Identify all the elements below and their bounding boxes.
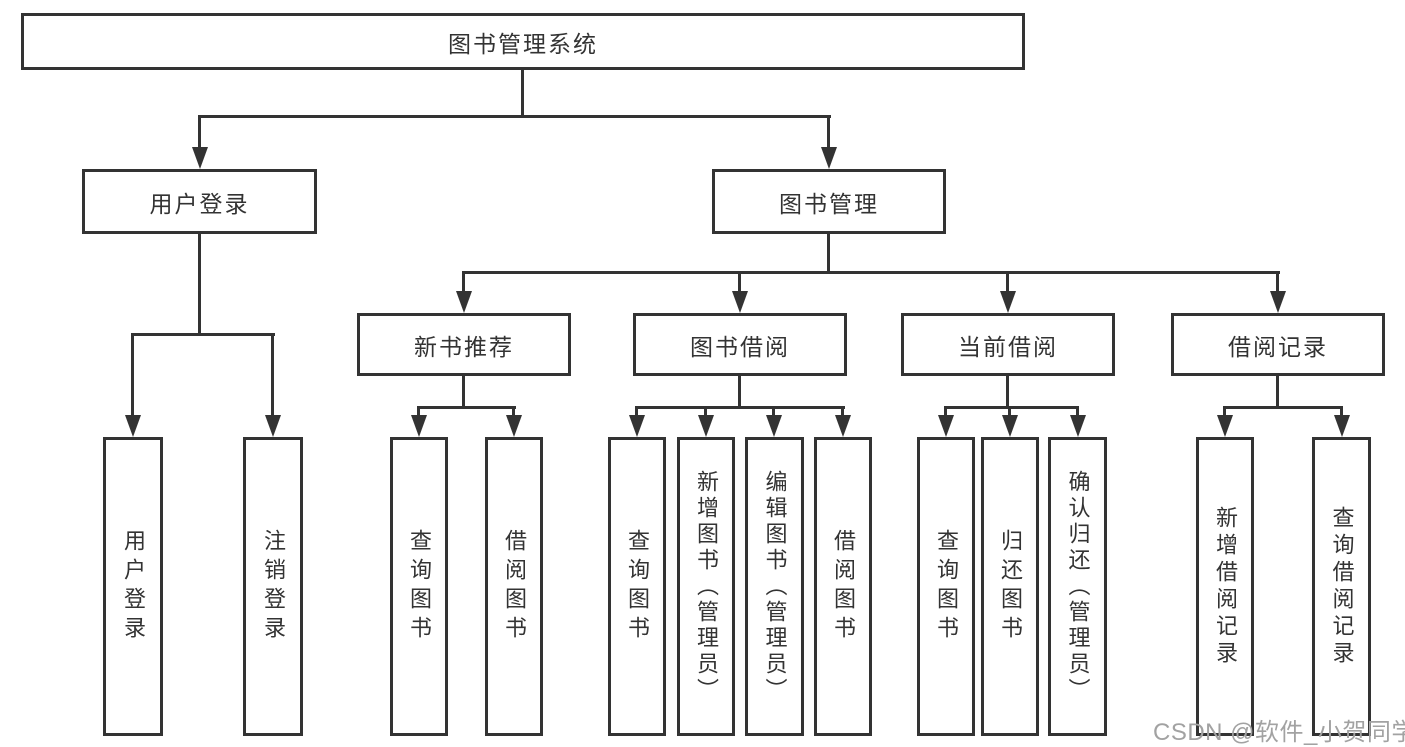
node-current-borrow: 当前借阅 xyxy=(901,313,1115,376)
leaf-borrow-books-recommend: 借阅图书 xyxy=(485,437,543,736)
connector-hline xyxy=(1223,406,1343,409)
arrowhead-down-icon xyxy=(1334,415,1350,437)
watermark: CSDN @软件_小贺同学 xyxy=(1153,719,1405,746)
leaf-query-books-borrow: 查询图书 xyxy=(608,437,666,736)
leaf-query-books-recommend: 查询图书 xyxy=(390,437,448,736)
arrowhead-down-icon xyxy=(411,415,427,437)
arrowhead-down-icon xyxy=(506,415,522,437)
arrowhead-down-icon xyxy=(1000,291,1016,313)
connector-hline xyxy=(131,333,275,336)
arrowhead-down-icon xyxy=(265,415,281,437)
arrowhead-down-icon xyxy=(732,291,748,313)
node-new-book-recommend: 新书推荐 xyxy=(357,313,571,376)
leaf-return-book: 归还图书 xyxy=(981,437,1039,736)
leaf-logout: 注销登录 xyxy=(243,437,303,736)
connector-hline xyxy=(635,406,845,409)
arrowhead-down-icon xyxy=(192,147,208,169)
connector-vline xyxy=(1008,406,1011,421)
connector-vline xyxy=(417,406,420,421)
connector-vline xyxy=(521,69,524,118)
connector-vline xyxy=(1276,375,1279,409)
connector-vline xyxy=(827,115,830,149)
connector-vline xyxy=(1006,375,1009,409)
node-book-management: 图书管理 xyxy=(712,169,946,234)
arrowhead-down-icon xyxy=(125,415,141,437)
connector-vline xyxy=(1340,406,1343,421)
connector-vline xyxy=(198,115,201,149)
leaf-edit-book-admin: 编辑图书（管理员） xyxy=(745,437,804,736)
connector-vline xyxy=(1276,271,1279,295)
connector-vline xyxy=(704,406,707,421)
connector-vline xyxy=(462,271,465,295)
connector-vline xyxy=(198,233,201,336)
connector-hline xyxy=(462,271,1280,274)
node-user-login: 用户登录 xyxy=(82,169,317,234)
connector-vline xyxy=(635,406,638,421)
node-book-borrow: 图书借阅 xyxy=(633,313,847,376)
connector-vline xyxy=(841,406,844,421)
connector-hline xyxy=(944,406,1079,409)
connector-vline xyxy=(772,406,775,421)
connector-vline xyxy=(1223,406,1226,421)
connector-hline xyxy=(198,115,831,118)
connector-hline xyxy=(417,406,516,409)
arrowhead-down-icon xyxy=(698,415,714,437)
arrowhead-down-icon xyxy=(1217,415,1233,437)
connector-vline xyxy=(1006,271,1009,295)
node-borrow-records: 借阅记录 xyxy=(1171,313,1385,376)
leaf-user-login: 用户登录 xyxy=(103,437,163,736)
leaf-confirm-return-admin: 确认归还（管理员） xyxy=(1048,437,1107,736)
connector-vline xyxy=(827,233,830,274)
leaf-add-book-admin: 新增图书（管理员） xyxy=(677,437,735,736)
arrowhead-down-icon xyxy=(629,415,645,437)
arrowhead-down-icon xyxy=(1002,415,1018,437)
connector-vline xyxy=(271,333,274,417)
connector-vline xyxy=(512,406,515,421)
node-root-system: 图书管理系统 xyxy=(21,13,1025,70)
arrowhead-down-icon xyxy=(938,415,954,437)
arrowhead-down-icon xyxy=(821,147,837,169)
connector-vline xyxy=(944,406,947,421)
arrowhead-down-icon xyxy=(1270,291,1286,313)
connector-vline xyxy=(738,375,741,409)
connector-vline xyxy=(462,375,465,409)
leaf-borrow-books: 借阅图书 xyxy=(814,437,872,736)
connector-vline xyxy=(1076,406,1079,421)
leaf-add-borrow-record: 新增借阅记录 xyxy=(1196,437,1254,736)
leaf-query-books-current: 查询图书 xyxy=(917,437,975,736)
arrowhead-down-icon xyxy=(456,291,472,313)
connector-vline xyxy=(738,271,741,295)
arrowhead-down-icon xyxy=(1070,415,1086,437)
leaf-query-borrow-record: 查询借阅记录 xyxy=(1312,437,1371,736)
connector-vline xyxy=(131,333,134,417)
arrowhead-down-icon xyxy=(835,415,851,437)
arrowhead-down-icon xyxy=(766,415,782,437)
